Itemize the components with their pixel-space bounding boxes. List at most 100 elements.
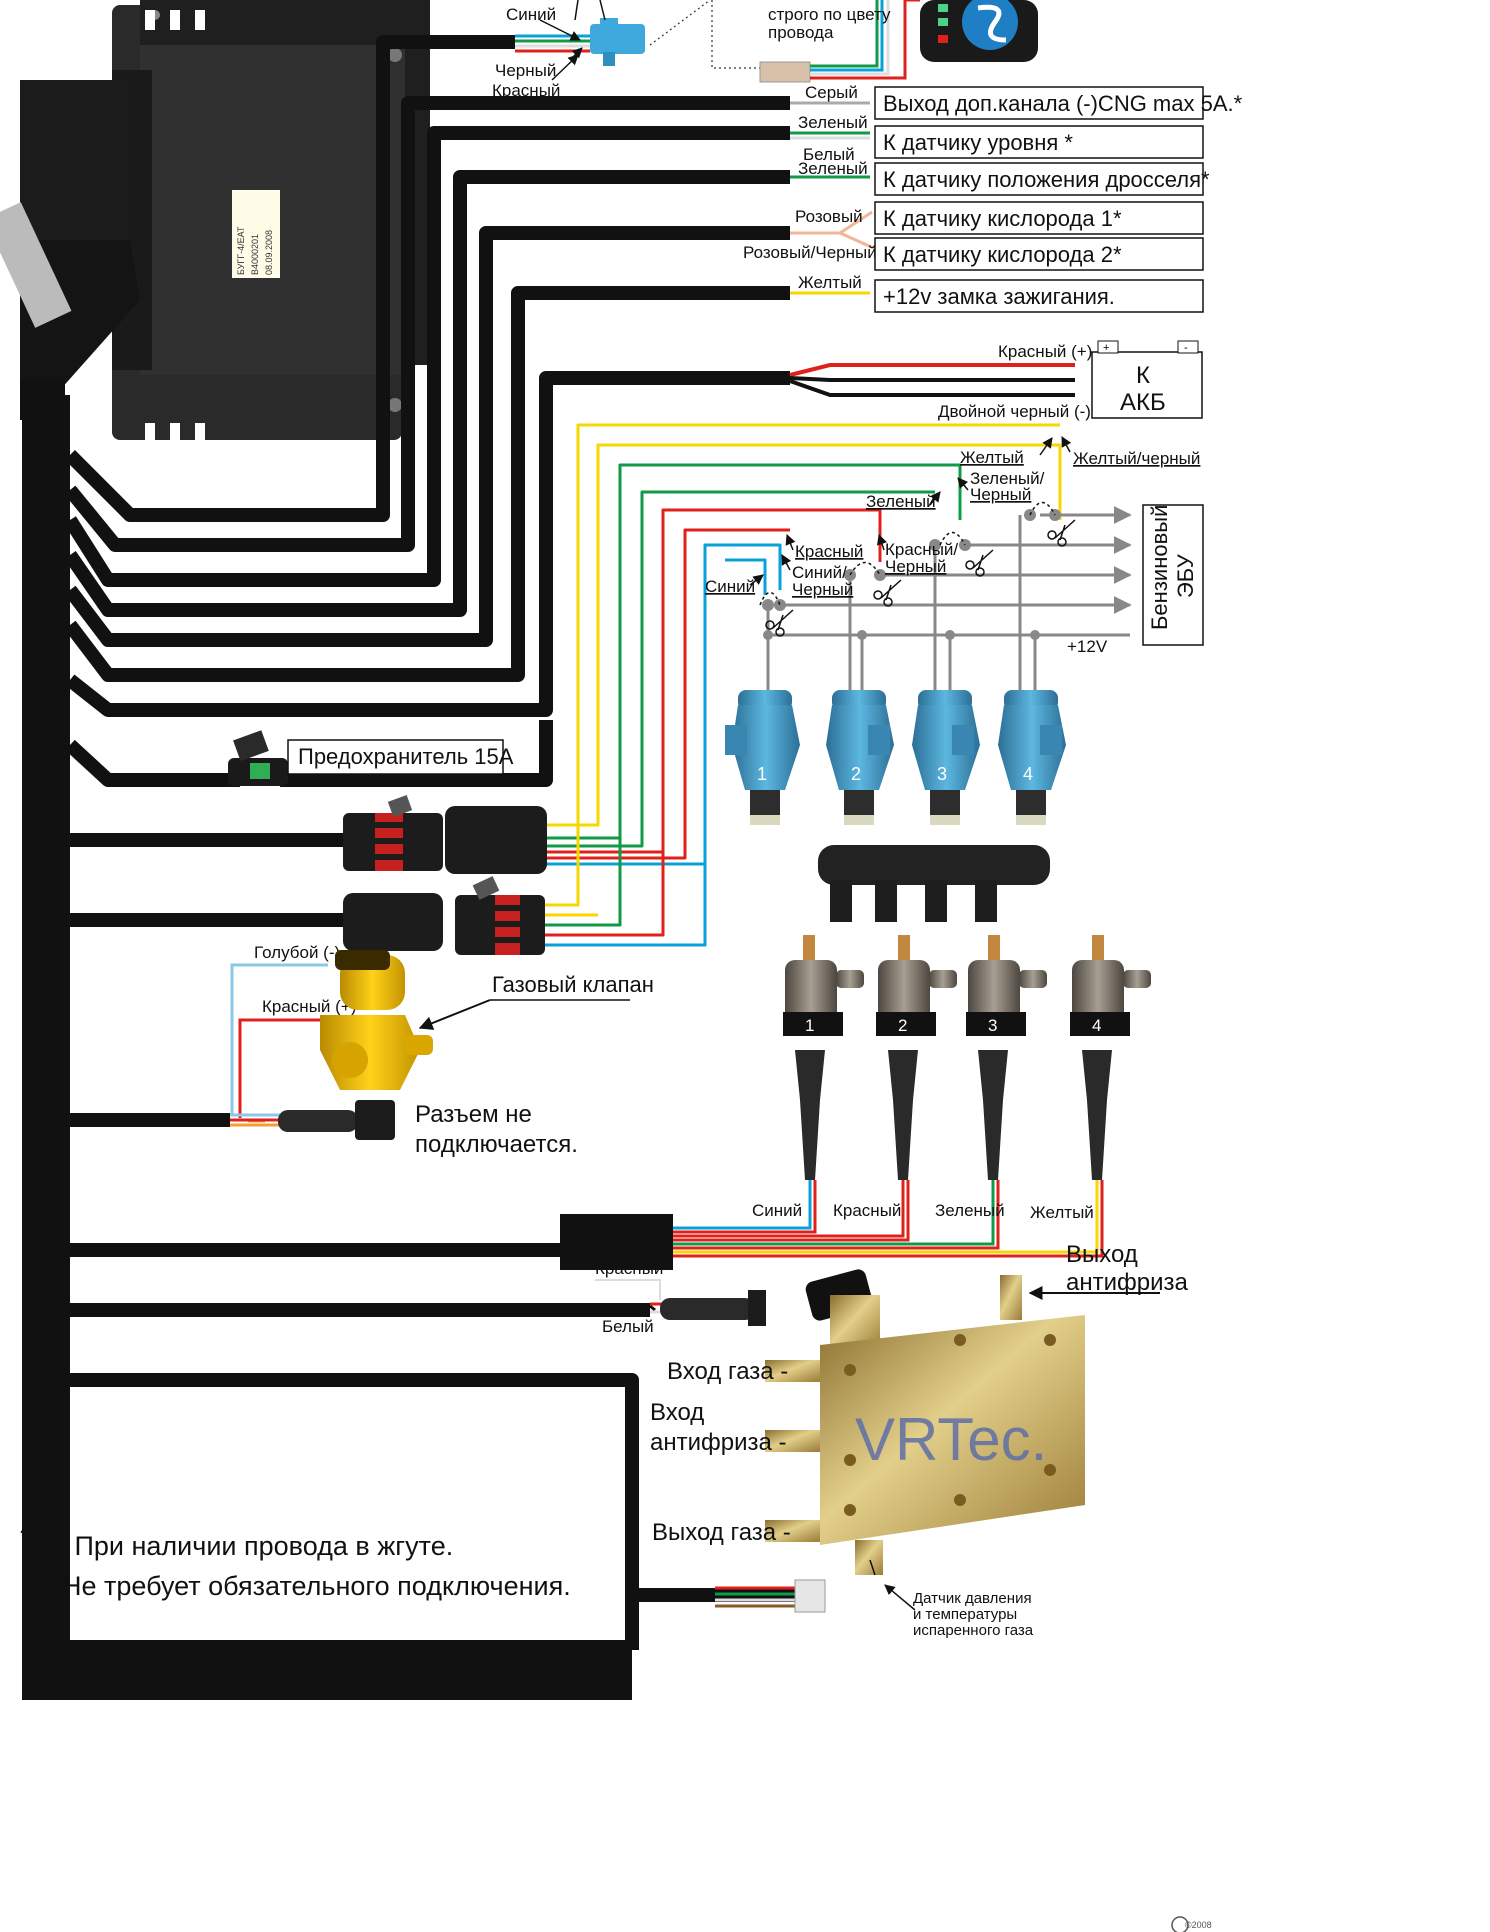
petrol-injector-3: 3 [912,690,980,825]
gas-injector-3: 3 [966,935,1047,1180]
main-harness [22,395,632,1700]
gas-wire-blue: Синий [752,1201,802,1220]
battery-connection: Красный (+) Двойной черный (-) + - К АКБ [789,340,1203,421]
label-12v: +12V [1067,637,1108,656]
reducer-brand: VRTec. [855,1406,1047,1473]
battery-title-1: К [1136,362,1150,389]
ecu-sticker-line-2: B4000201 [250,234,260,275]
output-wire-yellow: Желтый [798,273,862,292]
output-wire-white: Белый [803,145,855,164]
footnote: * - При наличии провода в жгуте. Не треб… [20,1521,571,1601]
unused-connector: Разъем не подключается. [230,1100,578,1158]
battery-minus-wire: Двойной черный (-) [938,402,1091,421]
battery-plus-wire: Красный (+) [998,342,1092,361]
output-box-oxygen-2: К датчику кислорода 2* [883,242,1122,267]
gas-valve-blue-wire: Голубой (-) [254,943,340,962]
reducer-connection: Красный Белый [595,1259,766,1336]
harness-branches [64,35,790,1650]
antifreeze-out-2: антифриза [1066,1269,1189,1296]
gas-injector-1-number: 1 [805,1016,814,1035]
scissors-icon [1047,519,1076,547]
label-krasnyi: Красный [795,542,863,561]
output-box-throttle-sensor: К датчику положения дросселя* [883,167,1210,192]
petrol-injector-3-number: 3 [937,764,947,784]
label-sinii-chernyi-1: Синий/ [792,563,847,582]
petrol-injector-2: 2 [826,690,894,825]
antifreeze-in-1: Вход [650,1399,704,1426]
scissors-icons [759,501,1076,637]
label-sinii: Синий [705,577,755,596]
petrol-injector-4-number: 4 [1023,764,1033,784]
petrol-ecu-line-2: ЭБУ [1173,553,1198,598]
label-zelenyi: Зеленый [866,492,936,511]
output-box-level-sensor: К датчику уровня * [883,130,1073,155]
petrol-injector-1: 1 [725,690,800,825]
scissors-icon [873,579,902,607]
antifreeze-in-2: антифриза - [650,1429,787,1456]
petrol-injector-4: 4 [998,690,1066,825]
gas-injector-wire-labels: Синий Красный Зеленый Желтый [752,1201,1094,1222]
output-box-oxygen-1: К датчику кислорода 1* [883,206,1122,231]
petrol-injector-1-number: 1 [757,764,767,784]
injector-harness-connectors [343,795,547,955]
gas-valve-red-wire: Красный (+) [262,997,356,1016]
reducer-white-wire: Белый [602,1317,654,1336]
gas-valve: Голубой (-) Красный (+) Газовый клапан [230,943,654,1123]
gas-wire-red: Красный [833,1201,901,1220]
gas-wire-green: Зеленый [935,1201,1005,1220]
footnote-line-1: - При наличии провода в жгуте. [58,1531,453,1561]
output-wire-pink: Розовый [795,207,863,226]
gas-injector-1: 1 [783,935,864,1180]
copyright-text: ©2008 [1185,1920,1212,1930]
output-box-aux-channel: Выход доп.канала (-)CNG max 5A.* [883,91,1243,116]
ecu-sticker-line-3: 08.09.2008 [264,230,274,275]
ecu-sticker-line-1: БУГГ-4/ЕАТ [236,226,246,275]
petrol-ecu-lines [766,506,1132,690]
scissors-icon [965,549,994,577]
gas-in-label: Вход газа - [667,1358,788,1385]
output-wire-pink-black: Розовый/Черный [743,243,877,262]
gas-wire-yellow: Желтый [1030,1203,1094,1222]
gas-injector-4: 4 [1070,935,1151,1180]
label-krasnyi-chernyi-2: Черный [885,557,946,576]
label-sinii-chernyi-2: Черный [792,580,853,599]
gas-injector-2-number: 2 [898,1016,907,1035]
sensor-line-1: Датчик давления [913,1590,1032,1607]
output-wire-green: Зеленый [798,113,868,132]
copyright: ©2008 [1171,1916,1212,1932]
footnote-line-2: Не требует обязательного подключения. [62,1571,571,1601]
scissors-icon [765,609,794,637]
output-wires [790,101,879,295]
output-box-ignition: +12v замка зажигания. [883,284,1115,309]
battery-minus-sign: - [1184,342,1188,354]
connect-note-line-2: строго по цвету [768,5,891,24]
unused-connector-line-1: Разъем не [415,1101,532,1128]
reducer-vrtec: VRTec. Выход антифриза Вход газа - Вход … [650,1241,1189,1575]
top-connector-area: Синий Черный Красный строго по цвету про… [492,0,1038,100]
gas-out-label: Выход газа - [652,1519,791,1546]
fuse-holder: Предохранитель 15A [228,730,514,786]
petrol-ecu-line-1: Бензиновый [1147,505,1172,630]
petrol-injectors: 1 2 3 4 [725,690,1066,825]
petrol-ecu: Бензиновый ЭБУ [1142,504,1204,646]
petrol-injector-2-number: 2 [851,764,861,784]
output-labels: Серый Зеленый Белый Зеленый Розовый Розо… [743,83,1243,313]
top-wire-label-black: Черный [495,61,556,80]
antifreeze-out-1: Выход [1066,1241,1138,1268]
output-wire-green-2: Зеленый [798,159,868,178]
sensor-line-3: испаренного газа [913,1622,1034,1639]
connect-note-line-3: провода [768,23,834,42]
battery-title-2: АКБ [1120,389,1166,416]
gas-injector-3-number: 3 [988,1016,997,1035]
footnote-star: * [20,1521,32,1557]
gas-valve-title: Газовый клапан [492,972,654,997]
label-zheltyi-chernyi: Желтый/черный [1073,449,1200,468]
gas-injector-wires [673,1180,1104,1258]
fuse-label: Предохранитель 15A [298,744,514,769]
gas-ecu-unit: БУГГ-4/ЕАТ B4000201 08.09.2008 [0,0,430,443]
battery-plus-sign: + [1103,342,1109,354]
gas-rail [818,845,1050,922]
injector-wiring [545,423,1062,947]
label-zheltyi: Желтый [960,448,1024,467]
